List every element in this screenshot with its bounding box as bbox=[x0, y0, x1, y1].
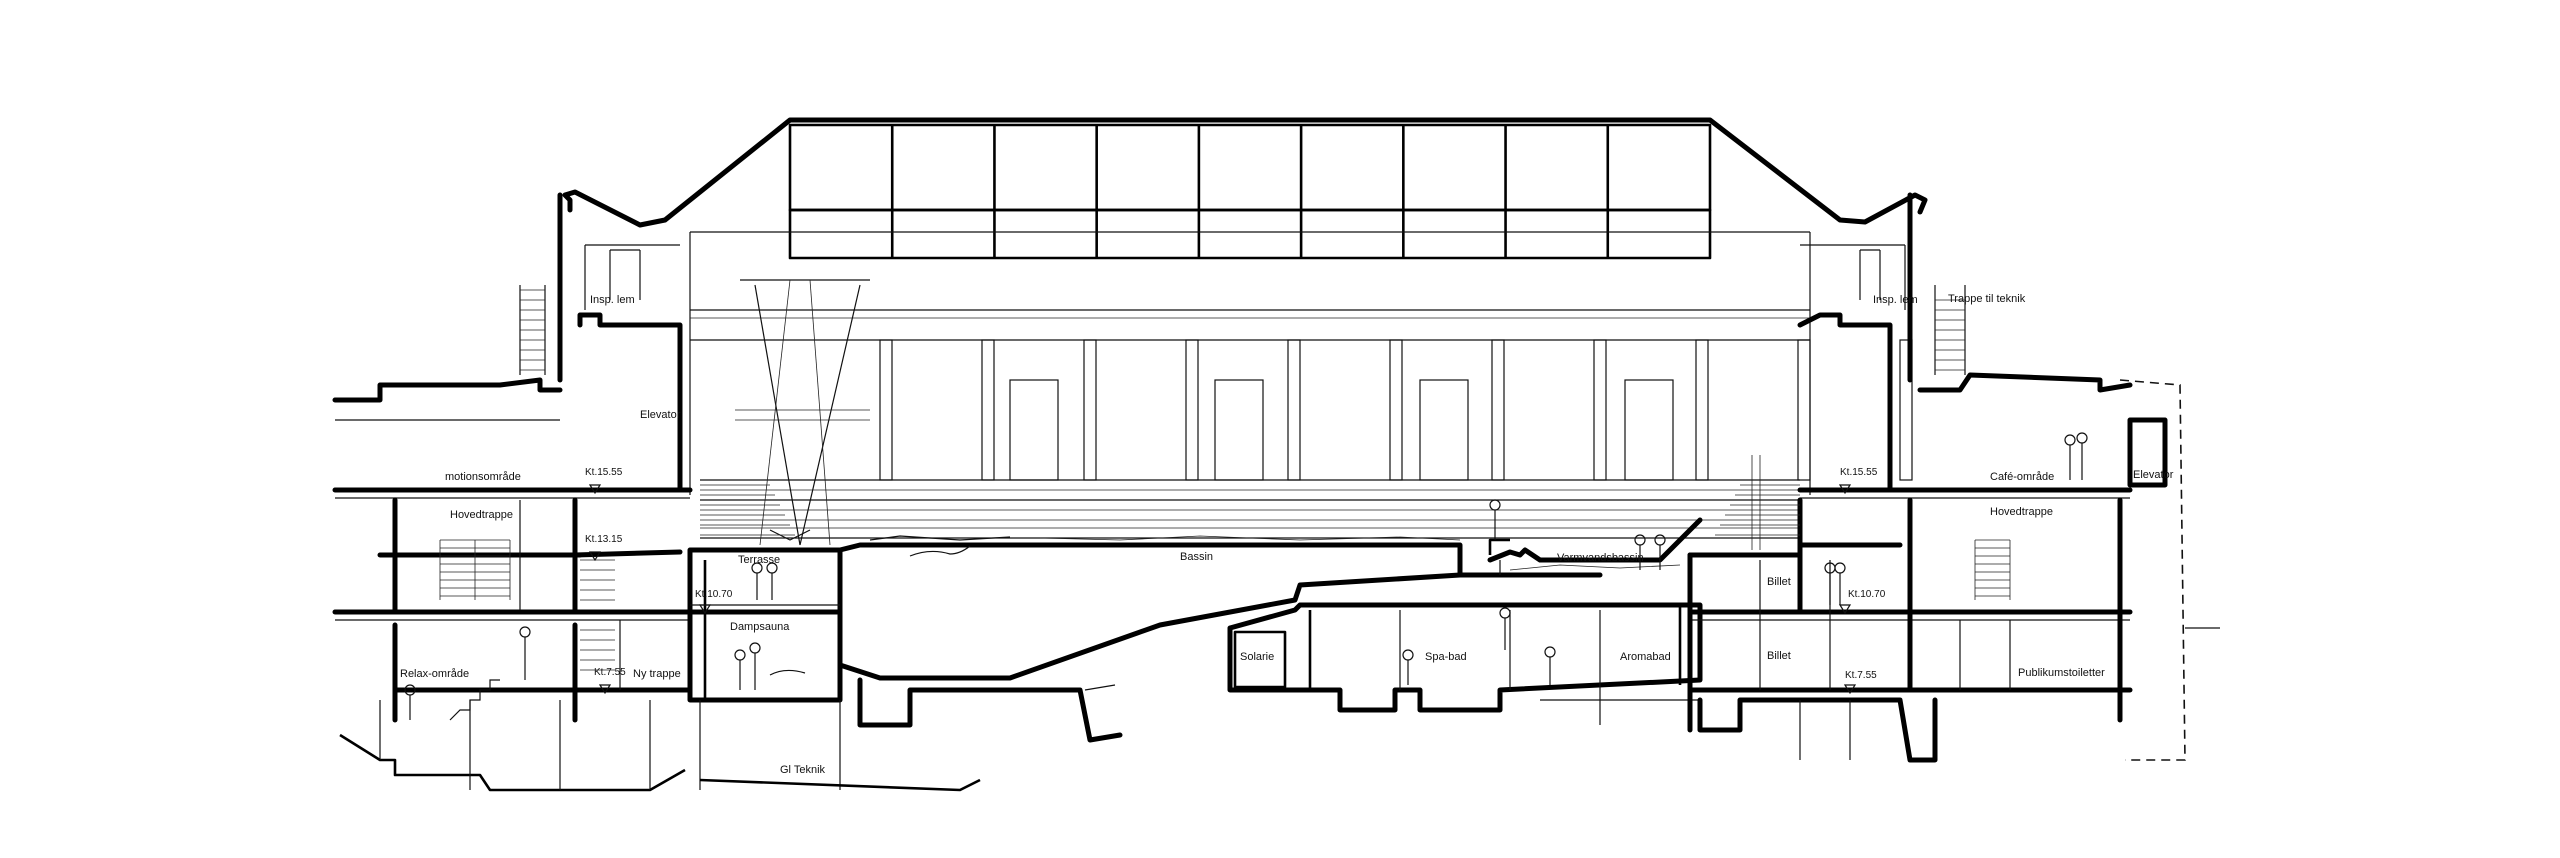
hall-column bbox=[981, 339, 995, 481]
hall-window bbox=[1009, 379, 1059, 481]
hall-column bbox=[1185, 339, 1199, 481]
label-level-1070-left: Kt.10.70 bbox=[695, 589, 733, 600]
label-exercise-area: motionsområde bbox=[445, 471, 521, 483]
hall-column bbox=[879, 339, 893, 481]
label-stair-to-technical: Trappe til teknik bbox=[1948, 293, 2026, 305]
label-level-1555-right: Kt.15.55 bbox=[1840, 467, 1878, 478]
label-level-1315: Kt.13.15 bbox=[585, 534, 623, 545]
hall-column bbox=[1797, 339, 1811, 481]
labels: Insp. lem Insp. lem Trappe til teknik El… bbox=[400, 293, 2174, 776]
hall-window bbox=[1419, 379, 1469, 481]
label-level-1555-left: Kt.15.55 bbox=[585, 467, 623, 478]
label-main-stair-left: Hovedtrappe bbox=[450, 509, 513, 521]
skylight-mullions bbox=[890, 125, 1610, 258]
label-level-755-right: Kt.7.55 bbox=[1845, 670, 1877, 681]
right-wing bbox=[1687, 192, 2220, 763]
label-level-1070-right: Kt.10.70 bbox=[1848, 589, 1886, 600]
hall-column bbox=[1593, 339, 1607, 481]
label-ticket-lower: Billet bbox=[1767, 650, 1791, 662]
label-warm-water-basin: Varmvandsbassin bbox=[1557, 552, 1644, 564]
pool-stairs bbox=[700, 455, 1800, 550]
label-relax-area: Relax-område bbox=[400, 668, 469, 680]
label-main-stair-right: Hovedtrappe bbox=[1990, 506, 2053, 518]
label-terrace: Terrasse bbox=[738, 554, 780, 566]
roof-structure bbox=[562, 117, 1928, 260]
label-basin: Bassin bbox=[1180, 551, 1213, 563]
label-ticket-upper: Billet bbox=[1767, 576, 1791, 588]
label-level-755-left: Kt.7.55 bbox=[594, 667, 626, 678]
label-spa-bath: Spa-bad bbox=[1425, 651, 1467, 663]
label-elevator-left: Elevator bbox=[640, 409, 681, 421]
main-hall bbox=[689, 231, 1811, 539]
label-steam-sauna: Dampsauna bbox=[730, 621, 790, 633]
sauna-block bbox=[687, 547, 981, 792]
hall-column bbox=[1695, 339, 1709, 481]
level-markers bbox=[588, 484, 1857, 695]
label-old-technical: Gl Teknik bbox=[780, 764, 826, 776]
label-new-stair: Ny trappe bbox=[633, 668, 681, 680]
label-inspection-right: Insp. lem bbox=[1873, 294, 1918, 306]
hall-column bbox=[1083, 339, 1097, 481]
hall-columns bbox=[879, 339, 1913, 481]
hall-column bbox=[1899, 339, 1913, 481]
hall-window bbox=[1214, 379, 1264, 481]
hall-column bbox=[1389, 339, 1403, 481]
hall-window bbox=[1624, 379, 1674, 481]
hall-column bbox=[1491, 339, 1505, 481]
label-cafe-area: Café-område bbox=[1990, 471, 2054, 483]
left-wing bbox=[332, 192, 693, 792]
label-elevator-right: Elevator bbox=[2133, 469, 2174, 481]
hall-column bbox=[1287, 339, 1301, 481]
label-aroma-bath: Aromabad bbox=[1620, 651, 1671, 663]
light-fixture bbox=[735, 279, 870, 546]
label-inspection-left: Insp. lem bbox=[590, 294, 635, 306]
label-solarium: Solarie bbox=[1240, 651, 1274, 663]
label-public-toilets: Publikumstoiletter bbox=[2018, 667, 2105, 679]
spa-block bbox=[1227, 602, 1703, 725]
hall-windows bbox=[1009, 379, 1674, 481]
human-figures bbox=[404, 432, 2088, 720]
